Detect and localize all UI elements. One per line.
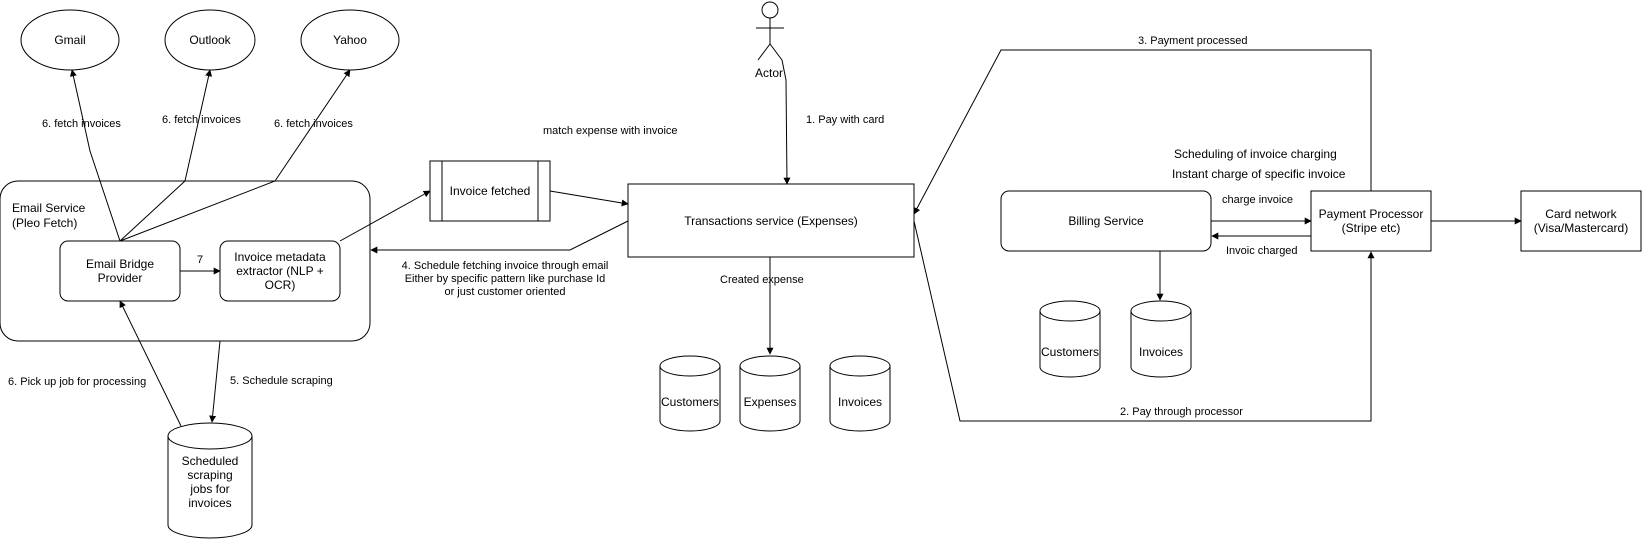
db-invoices-tx (829, 355, 891, 432)
edge-fetch-yahoo (119, 69, 351, 242)
edge-label-schedule-scraping: 5. Schedule scraping (230, 375, 333, 387)
billing-service-label: Billing Service (1068, 214, 1144, 228)
transactions-service-label: Transactions service (Expenses) (684, 213, 858, 228)
edge-label-instant-charge: Instant charge of specific invoice (1172, 167, 1346, 181)
edge-fetch-gmail (69, 69, 121, 242)
edge-label-charge-invoice: charge invoice (1222, 194, 1293, 206)
invoice-extractor-label: Invoice metadata extractor (NLP + OCR) (234, 250, 326, 292)
edge-label-match-expense: match expense with invoice (543, 125, 678, 137)
edge-label-payment-processed: 3. Payment processed (1138, 35, 1248, 47)
edge-label-created-expense: Created expense (720, 274, 804, 286)
db-expenses-tx-label: Expenses (743, 395, 797, 409)
scheduled-jobs-label: Scheduled scraping jobs for invoices (181, 454, 239, 510)
db-invoices-billing-label: Invoices (1138, 345, 1184, 359)
db-invoices-tx-label: Invoices (837, 395, 883, 409)
edge-payment-processed (913, 49, 1372, 215)
gmail-label: Gmail (54, 33, 86, 47)
edge-label-fetch-yahoo: 6. fetch invoices (274, 118, 353, 130)
db-customers-tx (659, 355, 721, 432)
edge-schedule-fetching (370, 220, 629, 254)
outlook-label: Outlook (189, 33, 231, 47)
edge-pick-up-job (119, 300, 182, 427)
edge-pay-through-processor (913, 220, 1375, 422)
db-customers-billing (1039, 300, 1101, 378)
edge-label-pay-through-processor: 2. Pay through processor (1120, 406, 1243, 418)
transactions-service-box (627, 183, 915, 258)
db-expenses-tx (739, 355, 801, 432)
card-network-label: Card network (Visa/Mastercard) (1533, 207, 1629, 235)
edge-extractor-to-fetched (339, 190, 431, 242)
edge-label-pick-up-job: 6. Pick up job for processing (8, 376, 147, 388)
db-customers-billing-label: Customers (1040, 345, 1099, 359)
edge-label-bridge-to-extractor: 7 (197, 254, 204, 266)
yahoo-label: Yahoo (333, 33, 367, 47)
invoice-fetched-label: Invoice fetched (449, 184, 531, 198)
db-invoices-billing (1130, 300, 1192, 378)
edge-label-scheduling-charging: Scheduling of invoice charging (1174, 147, 1337, 161)
edge-pay-with-card (781, 59, 791, 185)
email-service-label: Email Service (Pleo Fetch) (12, 201, 86, 230)
email-bridge-label: Email Bridge Provider (85, 257, 155, 285)
db-customers-tx-label: Customers (660, 395, 719, 409)
edge-fetched-to-transactions (549, 190, 629, 207)
edge-label-fetch-gmail: 6. fetch invoices (42, 118, 121, 130)
edge-label-invoice-charged: Invoic charged (1226, 245, 1298, 257)
actor-label: Actor (755, 66, 784, 80)
actor-icon (756, 1, 784, 61)
payment-processor-label: Payment Processor (Stripe etc) (1318, 207, 1424, 235)
db-scheduled-jobs (167, 422, 253, 539)
edge-fetch-outlook (119, 69, 213, 242)
edge-label-fetch-outlook: 6. fetch invoices (162, 114, 241, 126)
edge-schedule-scraping (209, 340, 221, 423)
edge-label-schedule-fetching: 4. Schedule fetching invoice through ema… (401, 260, 609, 298)
edges (69, 49, 1522, 427)
edge-label-pay-with-card: 1. Pay with card (806, 114, 885, 126)
